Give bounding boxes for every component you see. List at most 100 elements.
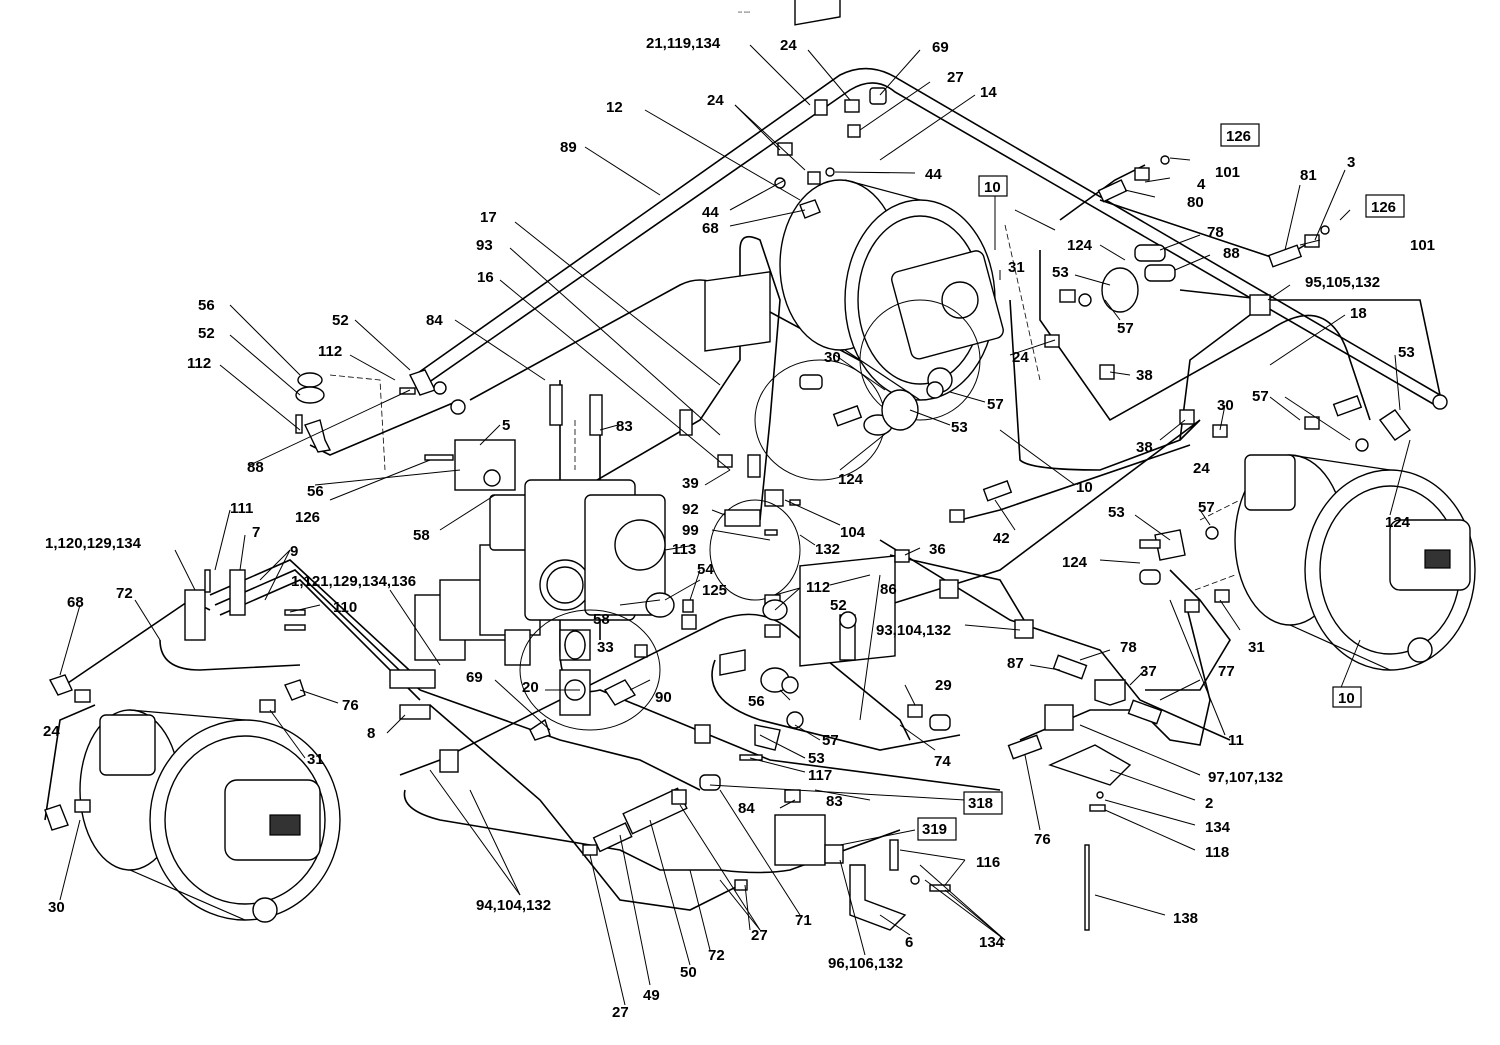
callout-label: 16 xyxy=(477,269,494,286)
valve-blocks xyxy=(184,0,1271,931)
callout-label: 56 xyxy=(748,693,765,710)
callout-label: 24 xyxy=(1012,349,1029,366)
callout-label: 71 xyxy=(795,912,812,929)
callout-label: 88 xyxy=(1223,245,1240,262)
callout-label: 1,121,129,134,136 xyxy=(291,573,416,590)
callout-label: 97,107,132 xyxy=(1208,769,1283,786)
callout-label: 1,120,129,134 xyxy=(45,535,142,552)
callout-label: 76 xyxy=(342,697,359,714)
callout-label: 30 xyxy=(1217,397,1234,414)
callout-label: 27 xyxy=(612,1004,629,1021)
callout-label: 3 xyxy=(1347,154,1355,171)
callout-label: 56 xyxy=(198,297,215,314)
callout-label: 4 xyxy=(1197,176,1206,193)
callout-label: 30 xyxy=(48,899,65,916)
callout-label: 50 xyxy=(680,964,697,981)
callout-label: 112 xyxy=(318,343,342,360)
callout-label: 92 xyxy=(682,501,699,518)
callout-label: 53 xyxy=(1052,264,1069,281)
callout-label: 68 xyxy=(702,220,719,237)
alignment-lines xyxy=(329,224,1241,591)
callout-label: 104 xyxy=(840,524,866,541)
callout-label: 54 xyxy=(697,561,714,578)
callout-label: 126 xyxy=(1371,199,1396,216)
callout-label: 80 xyxy=(1187,194,1204,211)
callout-label: 57 xyxy=(987,396,1004,413)
callout-label: 52 xyxy=(332,312,349,329)
callout-label: 24 xyxy=(707,92,724,109)
callout-label: 24 xyxy=(43,723,60,740)
callout-label: 57 xyxy=(1117,320,1134,337)
callout-label: 117 xyxy=(808,767,832,784)
callout-label: 24 xyxy=(1193,460,1210,477)
callout-label: 57 xyxy=(1252,388,1269,405)
callout-label: 31 xyxy=(1248,639,1265,656)
callout-label: 81 xyxy=(1300,167,1317,184)
callout-label: 72 xyxy=(116,585,133,602)
callout-label: 10 xyxy=(1338,690,1355,707)
callout-label: 37 xyxy=(1140,663,1157,680)
callout-label: 124 xyxy=(1062,554,1088,571)
left-drive-motor xyxy=(79,709,341,923)
callout-label: 52 xyxy=(830,597,847,614)
callout-label: 83 xyxy=(616,418,633,435)
callout-label: 5 xyxy=(502,417,510,434)
leader-lines xyxy=(59,44,1411,1006)
callout-label: 69 xyxy=(932,39,949,56)
callout-label: 17 xyxy=(480,209,497,226)
callout-label: 111 xyxy=(230,500,253,517)
callout-label: 77 xyxy=(1218,663,1235,680)
callout-label: 38 xyxy=(1136,367,1153,384)
callout-label: 38 xyxy=(1136,439,1153,456)
callout-label: 31 xyxy=(1008,259,1025,276)
callout-label: 39 xyxy=(682,475,699,492)
callout-label: 83 xyxy=(826,793,843,810)
callout-label: 24 xyxy=(780,37,797,54)
callout-label: 138 xyxy=(1173,910,1198,927)
callout-label: 69 xyxy=(466,669,483,686)
callout-label: 9 xyxy=(290,543,298,560)
callout-label: 118 xyxy=(1205,844,1229,861)
reference-frames xyxy=(917,123,1405,841)
callout-label: 84 xyxy=(426,312,443,329)
callout-label: 116 xyxy=(976,854,1000,871)
callout-label: 30 xyxy=(824,349,841,366)
callout-label: 101 xyxy=(1410,237,1435,254)
callout-label: 110 xyxy=(333,599,357,616)
callout-label: 27 xyxy=(947,69,964,86)
callout-label: 53 xyxy=(951,419,968,436)
callout-label: 113 xyxy=(672,541,696,558)
callout-label: 95,105,132 xyxy=(1305,274,1380,291)
callout-label: 2 xyxy=(1205,795,1213,812)
callout-label: 31 xyxy=(307,751,324,768)
callout-label: 88 xyxy=(247,459,264,476)
callout-label: 8 xyxy=(367,725,375,742)
pump-assembly xyxy=(414,479,666,716)
callout-label: 112 xyxy=(806,579,830,596)
callout-label: 101 xyxy=(1215,164,1240,181)
callout-label: 93 xyxy=(476,237,493,254)
callout-label: 10 xyxy=(984,179,1001,196)
callout-label: 58 xyxy=(413,527,430,544)
callout-label: 18 xyxy=(1350,305,1367,322)
callout-label: 29 xyxy=(935,677,952,694)
callout-label: 44 xyxy=(925,166,942,183)
callout-label: 94,104,132 xyxy=(476,897,551,914)
callout-label: 42 xyxy=(993,530,1010,547)
callout-label: 76 xyxy=(1034,831,1051,848)
callout-label: 124 xyxy=(838,471,864,488)
callout-label: 72 xyxy=(708,947,725,964)
callout-label: 33 xyxy=(597,639,614,656)
callout-label: 319 xyxy=(922,821,947,838)
callout-label: 124 xyxy=(1385,514,1411,531)
callout-label: 74 xyxy=(934,753,951,770)
callout-label: 53 xyxy=(1398,344,1415,361)
callout-label: 11 xyxy=(1228,732,1244,749)
right-drive-motor xyxy=(1234,454,1476,671)
callout-label: 112 xyxy=(187,355,211,372)
callout-label: 86 xyxy=(880,581,897,598)
sheet-mark: ▫▫ ▫▫▫ xyxy=(738,10,750,16)
callout-label: 44 xyxy=(702,204,719,221)
callout-label: 134 xyxy=(979,934,1005,951)
